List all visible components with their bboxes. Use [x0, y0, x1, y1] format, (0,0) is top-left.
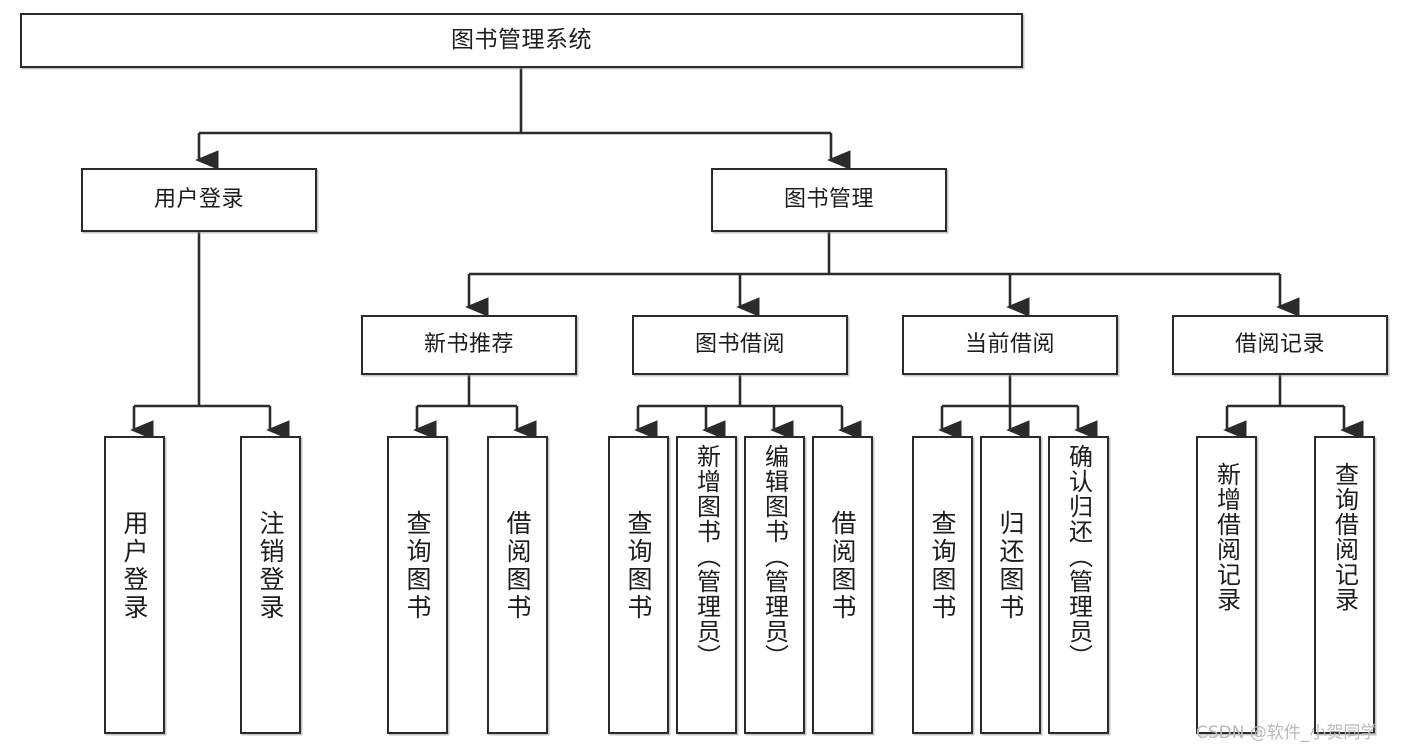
- leaf-query-book-3[interactable]: 查询图书: [912, 436, 973, 734]
- node-label: 用户登录: [120, 510, 149, 622]
- node-root-system[interactable]: 图书管理系统: [20, 13, 1023, 68]
- node-label: 借阅图书: [828, 510, 857, 622]
- leaf-logout[interactable]: 注销登录: [240, 436, 301, 734]
- leaf-return-book[interactable]: 归还图书: [980, 436, 1041, 734]
- leaf-borrow-book-1[interactable]: 借阅图书: [487, 436, 548, 734]
- node-label: 查询图书: [928, 510, 957, 622]
- csdn-watermark: CSDN @软件_小贺同学: [1196, 723, 1378, 743]
- node-label: 借阅记录: [1234, 332, 1325, 358]
- leaf-query-book-2[interactable]: 查询图书: [608, 436, 669, 734]
- leaf-query-record[interactable]: 查询借阅记录: [1314, 436, 1375, 734]
- node-book-borrow[interactable]: 图书借阅: [632, 315, 848, 375]
- node-label: 图书管理系统: [451, 27, 592, 54]
- node-book-manage[interactable]: 图书管理: [711, 168, 947, 232]
- node-label: 确认归还（管理员）: [1064, 444, 1093, 669]
- node-label: 用户登录: [153, 187, 244, 213]
- node-new-book-rec[interactable]: 新书推荐: [361, 315, 577, 375]
- leaf-confirm-return[interactable]: 确认归还（管理员）: [1048, 436, 1109, 734]
- node-label: 归还图书: [996, 510, 1025, 622]
- node-label: 编辑图书（管理员）: [760, 444, 789, 669]
- node-borrow-record[interactable]: 借阅记录: [1172, 315, 1388, 375]
- node-label: 新增图书（管理员）: [692, 444, 721, 669]
- node-label: 借阅图书: [503, 510, 532, 622]
- node-label: 查询借阅记录: [1330, 462, 1359, 612]
- node-current-borrow[interactable]: 当前借阅: [902, 315, 1118, 375]
- node-label: 图书管理: [783, 187, 874, 213]
- node-label: 新书推荐: [423, 332, 514, 358]
- node-user-login[interactable]: 用户登录: [81, 168, 317, 232]
- leaf-add-book[interactable]: 新增图书（管理员）: [676, 436, 737, 734]
- node-label: 查询图书: [403, 510, 432, 622]
- leaf-edit-book[interactable]: 编辑图书（管理员）: [744, 436, 805, 734]
- node-label: 查询图书: [624, 510, 653, 622]
- leaf-user-login[interactable]: 用户登录: [104, 436, 165, 734]
- node-label: 新增借阅记录: [1212, 462, 1241, 612]
- leaf-query-book-1[interactable]: 查询图书: [387, 436, 448, 734]
- leaf-borrow-book-2[interactable]: 借阅图书: [812, 436, 873, 734]
- leaf-add-record[interactable]: 新增借阅记录: [1196, 436, 1257, 734]
- node-label: 图书借阅: [694, 332, 785, 358]
- node-label: 当前借阅: [964, 332, 1055, 358]
- node-label: 注销登录: [256, 510, 285, 622]
